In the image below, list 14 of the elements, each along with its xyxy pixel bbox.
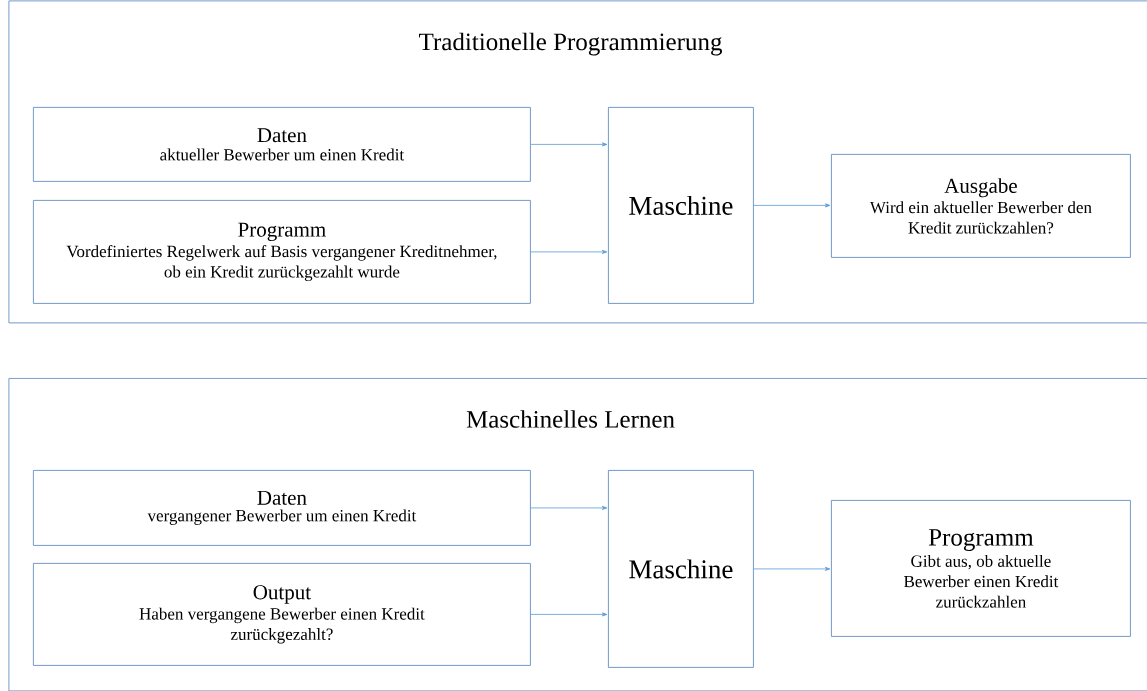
text-box: Ausgabe Wird ein aktueller Bewerber den Kredit zurückzahlen?	[831, 154, 1131, 258]
arrow	[530, 142, 608, 147]
arrow	[753, 203, 831, 208]
text-box: Daten aktueller Bewerber um einen Kredit	[33, 107, 531, 182]
arrow	[753, 566, 831, 571]
arrow	[530, 505, 608, 510]
machine-box: Maschine	[608, 107, 754, 304]
text-box: Programm Vordefiniertes Regelwerk auf Basis vergangener Kreditnehmer, ob ein Kredit zurückgezahlt wurde	[33, 200, 531, 304]
text-box: Programm Gibt aus, ob aktuelle Bewerber einen Kredit zurückzahlen	[831, 500, 1131, 637]
text-box: Daten vergangener Bewerber um einen Kredit	[33, 470, 531, 546]
machine-box: Maschine	[608, 470, 754, 668]
arrow	[530, 249, 608, 254]
arrow	[530, 612, 608, 617]
text-box: Output Haben vergangene Bewerber einen Kredit zurückgezahlt?	[33, 563, 531, 666]
